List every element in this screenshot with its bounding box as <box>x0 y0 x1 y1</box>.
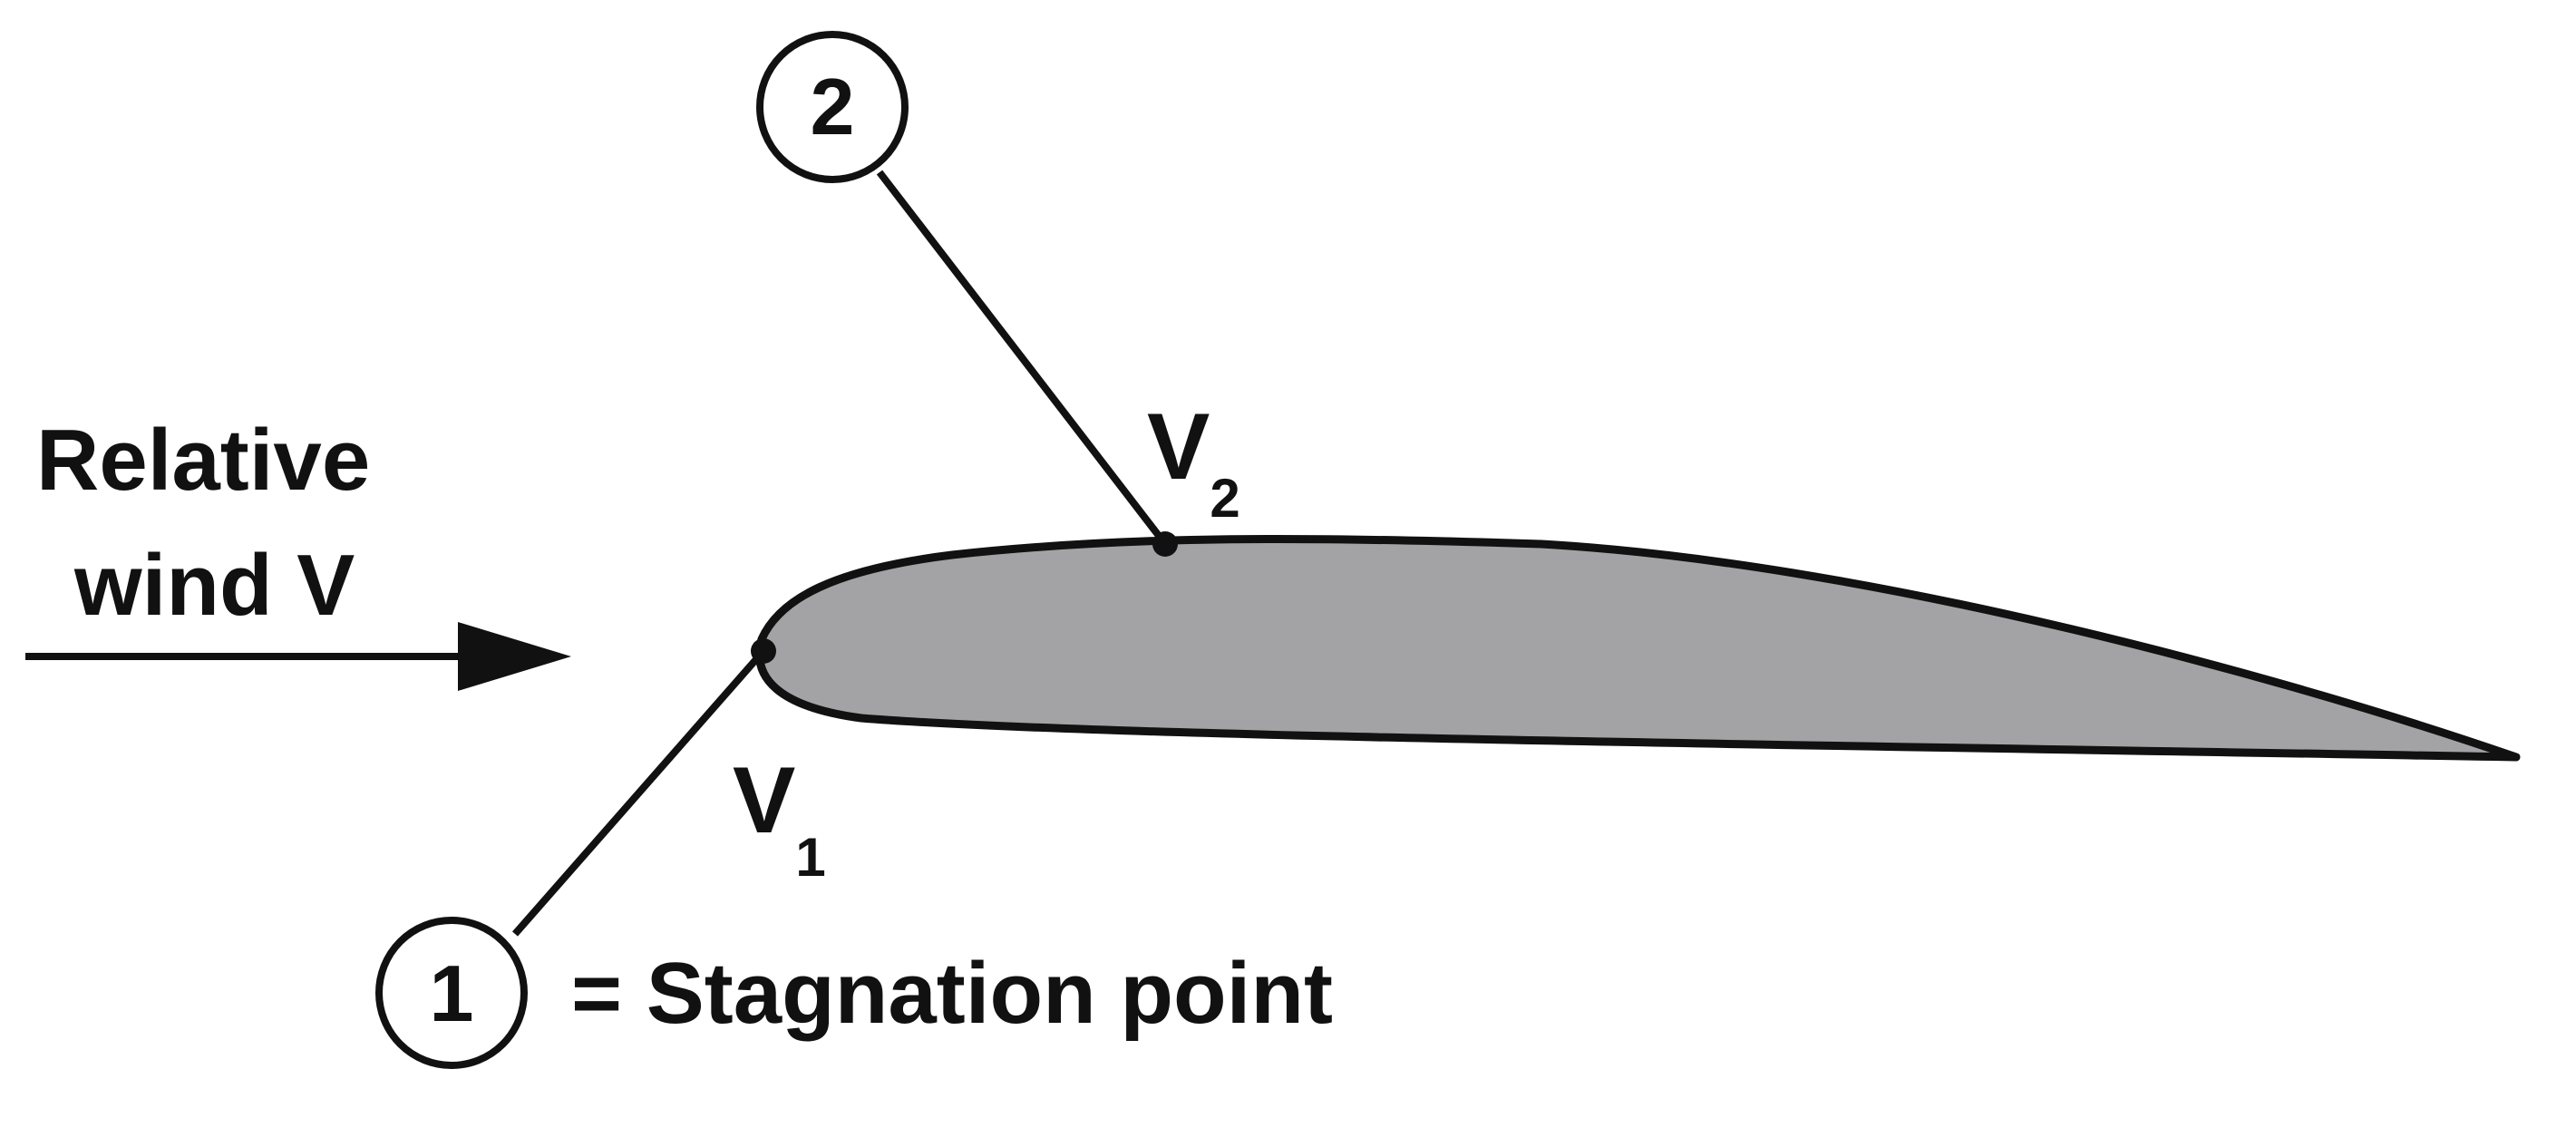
leader-line-point-1 <box>511 648 767 937</box>
wind-label-line-1: Relative <box>36 412 370 509</box>
stagnation-label: = Stagnation point <box>571 945 1333 1042</box>
v2-label: V2 <box>1147 394 1240 529</box>
stagnation-point-marker <box>751 638 776 664</box>
wind-label-line-2: wind V <box>73 537 355 634</box>
arrow-right-icon <box>25 622 571 691</box>
airfoil-shape <box>755 534 2521 762</box>
leader-line-point-2 <box>876 170 1169 547</box>
point-2-marker <box>1152 531 1178 557</box>
v1-label: V1 <box>733 748 826 888</box>
point-1-number: 1 <box>430 948 474 1038</box>
point-1-circle <box>375 917 528 1069</box>
point-2-number: 2 <box>811 62 855 151</box>
point-2-circle <box>756 31 909 183</box>
